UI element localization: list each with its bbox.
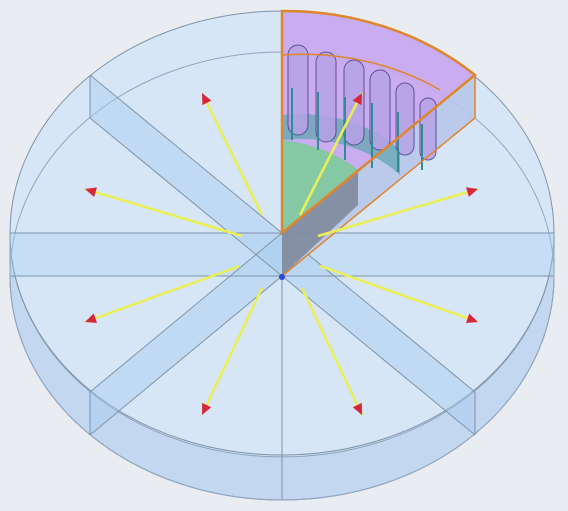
hatched-wall — [282, 170, 358, 276]
red-arrowhead-icon — [352, 402, 362, 415]
center-point — [279, 274, 285, 280]
highlighted-sector[interactable] — [280, 9, 477, 277]
arrow-shaft — [84, 187, 243, 238]
radial-line — [281, 232, 476, 393]
red-arrowhead-icon — [466, 187, 478, 197]
arrow-shaft — [300, 287, 364, 416]
red-arrowhead-icon — [465, 313, 478, 324]
red-arrowhead-icon — [85, 187, 97, 197]
red-arrowhead-icon — [352, 93, 362, 106]
arrow-shaft — [298, 92, 364, 216]
radial-line — [89, 74, 283, 234]
arrow-shaft — [319, 264, 479, 324]
sector-outline — [280, 9, 477, 236]
arrow-shaft — [200, 92, 264, 216]
arrow-shaft — [200, 287, 264, 416]
radial-line — [89, 117, 283, 277]
blade — [369, 69, 391, 151]
blade — [315, 51, 337, 143]
arrow-shaft — [84, 264, 241, 324]
radial-line — [89, 275, 283, 436]
red-arrowhead-icon — [202, 402, 212, 415]
blade — [419, 97, 437, 161]
arrow-shaft — [317, 187, 479, 238]
sector-outline-inner — [281, 75, 476, 277]
rotor-ring — [282, 114, 400, 175]
red-arrowhead-icon — [202, 93, 212, 106]
sector-arc-inner — [281, 53, 441, 91]
rotor-hub — [282, 140, 358, 233]
radial-line — [281, 275, 476, 436]
red-arrowhead-icon — [85, 313, 98, 323]
periodic-arrows — [84, 92, 479, 416]
radial-line — [89, 232, 283, 393]
